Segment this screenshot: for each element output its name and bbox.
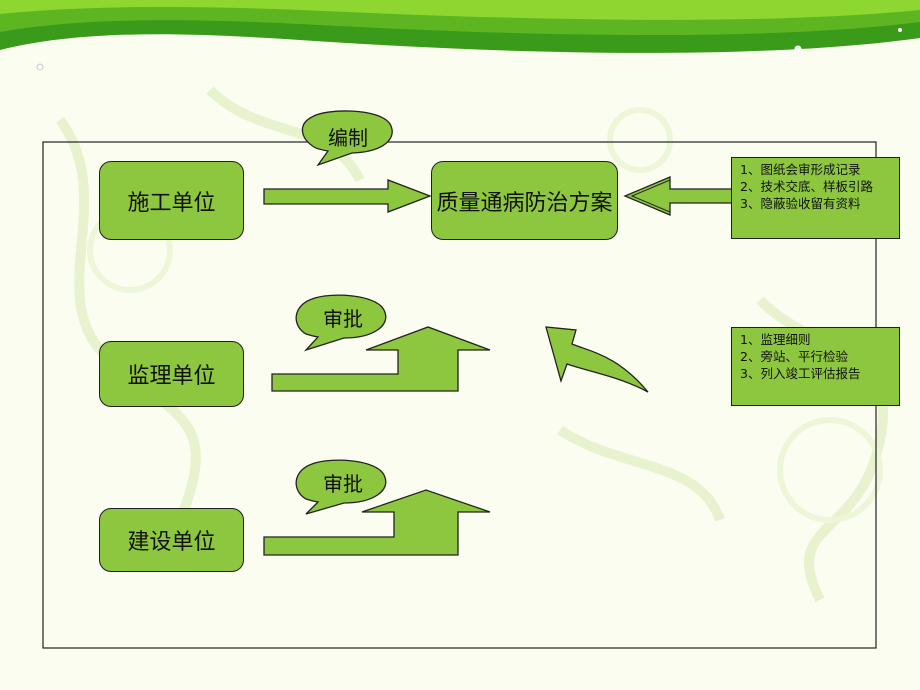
arrow-curved-supervision-to-plan (545, 326, 649, 393)
note-line: 3、隐蔽验收留有资料 (740, 196, 861, 211)
bubble-approve-1: 审批 (323, 307, 363, 331)
box-supervision-unit: 监理单位 (99, 341, 244, 407)
bubble-approve-1-shape (295, 294, 387, 352)
box-plan-label: 质量通病防治方案 (436, 190, 613, 216)
note-line: 2、技术交底、样板引路 (740, 179, 873, 194)
box-construction-unit: 施工单位 (99, 161, 244, 240)
bubble-compile: 编制 (328, 126, 368, 150)
box-construction-label: 施工单位 (127, 190, 216, 216)
arrow-owner-approve (263, 489, 491, 556)
arrow-construction-to-plan (263, 179, 432, 213)
arrow-supervision-approve (271, 326, 491, 392)
box-owner-label: 建设单位 (127, 530, 216, 555)
note-line: 3、列入竣工评估报告 (740, 366, 861, 381)
note-supervision-measures: 1、监理细则 2、旁站、平行检验 3、列入竣工评估报告 (731, 327, 900, 406)
note-construction-measures: 1、图纸会审形成记录 2、技术交底、样板引路 3、隐蔽验收留有资料 (731, 157, 900, 239)
note-line: 1、监理细则 (740, 332, 811, 347)
box-supervision-label: 监理单位 (127, 364, 216, 389)
bubble-compile-shape (301, 110, 393, 167)
box-owner-unit: 建设单位 (99, 508, 244, 572)
note-line: 2、旁站、平行检验 (740, 349, 848, 364)
arrow-note-to-plan (623, 176, 733, 216)
note-line: 1、图纸会审形成记录 (740, 162, 861, 177)
bubble-approve-2: 审批 (323, 472, 363, 496)
box-quality-plan: 质量通病防治方案 (431, 161, 618, 240)
top-banner (0, 0, 920, 71)
bubble-approve-2-shape (295, 459, 387, 515)
